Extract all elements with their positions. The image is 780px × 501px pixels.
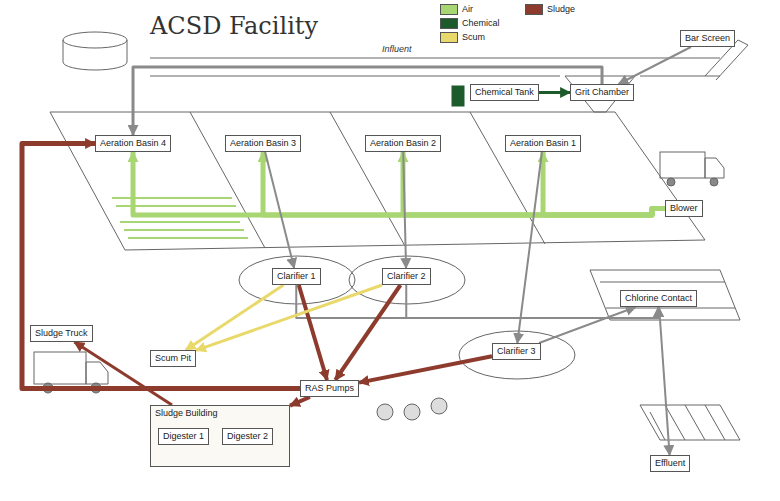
pipe-connector [517,152,542,343]
process-box: Sludge Truck [30,325,93,342]
chlorine-contact-tank [590,270,740,320]
process-box: Clarifier 2 [382,268,431,285]
legend-text: Air [462,4,473,14]
node-text: Sludge Truck [35,328,88,339]
process-box: Effluent [650,455,690,472]
process-box: RAS Pumps [300,380,359,397]
pipe-connector [299,285,327,380]
pump-symbol [377,404,393,420]
pipe-connector [543,152,665,215]
node-text: Sludge Building [155,408,285,419]
node-text: Digester 2 [227,431,268,442]
node-text: Aeration Basin 2 [370,138,436,149]
node-text: Clarifier 1 [277,271,316,282]
chemical-tank-symbol [452,86,464,106]
pipe-connector [403,152,406,268]
process-box: Aeration Basin 2 [365,135,441,152]
pipe-connector [265,152,294,268]
legend-entry: Scum [440,32,485,43]
process-box: Aeration Basin 3 [225,135,301,152]
pipe-connector [263,152,665,215]
truck-wheel [667,178,675,186]
node-text: Chlorine Contact [625,293,692,304]
pump-symbol [431,398,447,414]
legend-text: Sludge [547,4,575,14]
process-box: Chlorine Contact [620,290,697,307]
pipe-connector [133,152,665,215]
process-box: Grit Chamber [570,84,634,101]
process-box: Digester 2 [222,428,273,445]
truck-cab [705,158,724,178]
storage-tank-top [63,32,127,48]
node-text: Bar Screen [685,33,730,44]
legend-swatch [440,18,458,29]
node-text: Blower [670,203,698,214]
node-text: Aeration Basin 4 [100,138,166,149]
process-box: Clarifier 1 [272,268,321,285]
legend-entry: Air [440,4,473,15]
process-box: Blower [665,200,703,217]
legend-entry: Chemical [440,18,500,29]
process-box: Chemical Tank [470,84,539,101]
pipe-connector [296,285,658,318]
process-box: Clarifier 3 [492,343,541,360]
pipe-connector [290,397,310,406]
effluent-outfall [640,405,740,440]
pipe-connector [186,285,284,350]
flow-label: Influent [380,44,414,55]
node-text: Effluent [655,458,685,469]
legend-swatch [440,4,458,15]
pipe-connector [539,91,570,94]
truck-cab [86,362,108,384]
process-box: Scum Pit [150,350,196,367]
process-box: Bar Screen [680,30,735,47]
node-text: Digester 1 [163,431,204,442]
legend-swatch [525,4,543,15]
pipe-connector [359,356,492,382]
process-box: Digester 1 [158,428,209,445]
pipe-connector [619,47,691,84]
pipe-connector [196,285,382,350]
aeration-basin-outline [50,112,705,250]
basin-dividers [190,112,545,248]
plant-drawing [34,32,748,440]
node-text: RAS Pumps [305,383,354,394]
legend-text: Chemical [462,18,500,28]
node-text: Grit Chamber [575,87,629,98]
process-box: Aeration Basin 4 [95,135,171,152]
legend-text: Scum [462,32,485,42]
pump-symbol [404,404,420,420]
pipe-connector [403,152,665,215]
node-text: Aeration Basin 3 [230,138,296,149]
process-box: Aeration Basin 1 [505,135,581,152]
legend-entry: Sludge [525,4,575,15]
pipe-connector [133,67,602,135]
storage-tank-body [63,40,127,70]
node-text: Clarifier 2 [387,271,426,282]
node-text: Scum Pit [155,353,191,364]
legend-swatch [440,32,458,43]
truck-body [660,152,705,178]
pipe-connector [22,144,300,389]
pipe-connector [539,307,636,343]
node-text: Clarifier 3 [497,346,536,357]
diagram-title: ACSD Facility [150,12,318,40]
truck-body [34,352,86,384]
building-box: Sludge BuildingDigester 1 Digester 2 [150,405,290,467]
node-text: Aeration Basin 1 [510,138,576,149]
pipe-connector [659,307,669,455]
outfall-hatching [650,405,725,440]
node-text: Chemical Tank [475,87,534,98]
truck-wheel [710,178,718,186]
